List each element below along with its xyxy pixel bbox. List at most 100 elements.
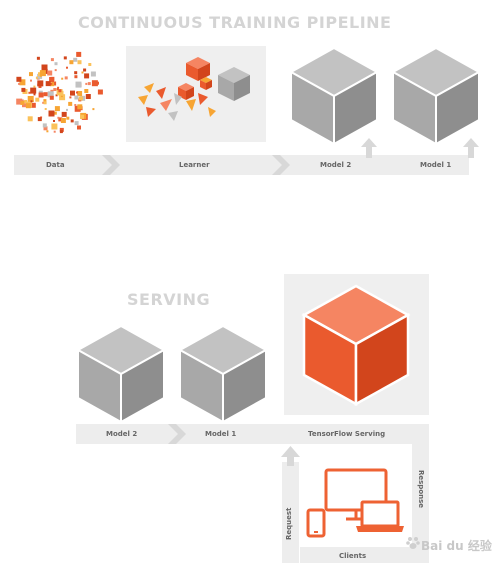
data-pixel bbox=[74, 95, 79, 100]
data-pixel bbox=[19, 79, 26, 86]
data-pixel bbox=[50, 58, 54, 62]
data-pixel bbox=[43, 126, 48, 131]
data-pixel bbox=[66, 108, 68, 111]
data-pixel bbox=[90, 71, 96, 77]
data-pixel bbox=[47, 91, 54, 98]
data-pixel bbox=[60, 118, 66, 123]
model-cube-icon bbox=[177, 324, 269, 424]
data-pixel bbox=[97, 89, 103, 95]
data-pixel bbox=[53, 111, 57, 115]
training-title: CONTINUOUS TRAINING PIPELINE bbox=[78, 13, 392, 32]
data-pixel bbox=[53, 130, 56, 133]
up-arrow-icon bbox=[361, 138, 377, 158]
data-pixel bbox=[88, 63, 92, 66]
data-pixel bbox=[37, 117, 42, 122]
label-response: Response bbox=[417, 470, 425, 509]
data-pixel bbox=[49, 77, 55, 82]
data-pixel bbox=[36, 56, 40, 60]
label-model-2: Model 2 bbox=[320, 161, 352, 169]
data-pixel bbox=[22, 103, 26, 108]
data-pixel bbox=[48, 110, 55, 117]
label-serving-model-1: Model 1 bbox=[205, 430, 237, 438]
data-pixel bbox=[51, 123, 58, 130]
data-pixel bbox=[43, 92, 48, 97]
label-serving-model-2: Model 2 bbox=[106, 430, 138, 438]
data-pixel bbox=[41, 64, 48, 71]
data-pixel bbox=[81, 71, 84, 74]
data-pixel bbox=[59, 130, 63, 134]
data-pixel bbox=[74, 104, 77, 106]
data-pixel bbox=[37, 80, 44, 87]
data-pixel bbox=[92, 108, 95, 111]
serving-title: SERVING bbox=[127, 290, 211, 309]
data-pixel bbox=[66, 116, 70, 120]
data-pixel bbox=[42, 123, 47, 128]
data-pixel bbox=[35, 76, 38, 79]
data-pixel bbox=[61, 77, 64, 80]
data-pixel bbox=[56, 88, 59, 91]
data-pixel bbox=[74, 75, 78, 79]
data-pixel bbox=[59, 127, 64, 132]
data-pixel bbox=[18, 82, 21, 85]
data-pixel bbox=[20, 100, 25, 105]
data-pixel bbox=[78, 96, 82, 100]
data-pixel bbox=[70, 90, 75, 96]
label-model-1: Model 1 bbox=[420, 161, 452, 169]
up-arrow-icon bbox=[463, 138, 479, 158]
data-pixel bbox=[87, 82, 91, 86]
label-data: Data bbox=[46, 161, 65, 169]
data-pixel bbox=[54, 106, 60, 112]
data-pixel bbox=[63, 56, 67, 60]
model-cube-icon bbox=[75, 324, 167, 424]
data-pixel bbox=[61, 111, 67, 117]
watermark: Bai du 经验 bbox=[421, 539, 492, 553]
response-path bbox=[412, 444, 429, 560]
label-request: Request bbox=[285, 507, 293, 540]
data-pixel bbox=[57, 116, 60, 119]
up-arrow-icon bbox=[281, 446, 300, 466]
data-pixel bbox=[77, 60, 82, 65]
baidu-paw-icon bbox=[406, 537, 420, 549]
data-pixel bbox=[84, 89, 89, 93]
data-pixel bbox=[29, 72, 33, 77]
data-pixel bbox=[84, 73, 90, 79]
data-pixel bbox=[38, 92, 44, 98]
data-pixel bbox=[77, 125, 81, 130]
data-pixel bbox=[47, 70, 53, 76]
data-pixel bbox=[76, 51, 82, 57]
data-pixel bbox=[46, 130, 49, 133]
data-pixel bbox=[25, 103, 31, 109]
data-pixel bbox=[43, 99, 47, 103]
data-pixel bbox=[24, 100, 28, 103]
data-pixel bbox=[66, 66, 68, 69]
data-pixel bbox=[85, 94, 91, 99]
data-pixel bbox=[45, 81, 51, 87]
data-pixel bbox=[69, 96, 72, 99]
serving-flow-band bbox=[76, 424, 429, 444]
data-pixel bbox=[58, 89, 62, 93]
data-pixel bbox=[64, 76, 68, 80]
data-pixel bbox=[68, 101, 73, 106]
data-pixel bbox=[80, 114, 84, 119]
data-pixel bbox=[30, 102, 36, 108]
data-pixel bbox=[73, 57, 78, 62]
flow-arrow-icon bbox=[168, 424, 186, 444]
data-pixel bbox=[77, 104, 83, 110]
data-pixel bbox=[83, 68, 87, 72]
data-pixel bbox=[60, 95, 63, 98]
data-pixel bbox=[53, 120, 55, 122]
data-pixel bbox=[58, 117, 63, 122]
data-pixel bbox=[85, 82, 88, 85]
data-pixel bbox=[33, 93, 36, 96]
request-path bbox=[282, 462, 299, 563]
data-pixel bbox=[75, 81, 82, 88]
data-pixel bbox=[16, 76, 22, 82]
data-pixel bbox=[37, 73, 43, 79]
data-pixel bbox=[33, 85, 36, 88]
tensorflow-serving-cube-icon bbox=[301, 284, 411, 407]
data-pixel bbox=[43, 101, 47, 105]
clients-path bbox=[300, 547, 429, 563]
model-cube-icon bbox=[288, 46, 380, 146]
data-pixel bbox=[96, 81, 99, 85]
data-pixel bbox=[30, 87, 37, 94]
